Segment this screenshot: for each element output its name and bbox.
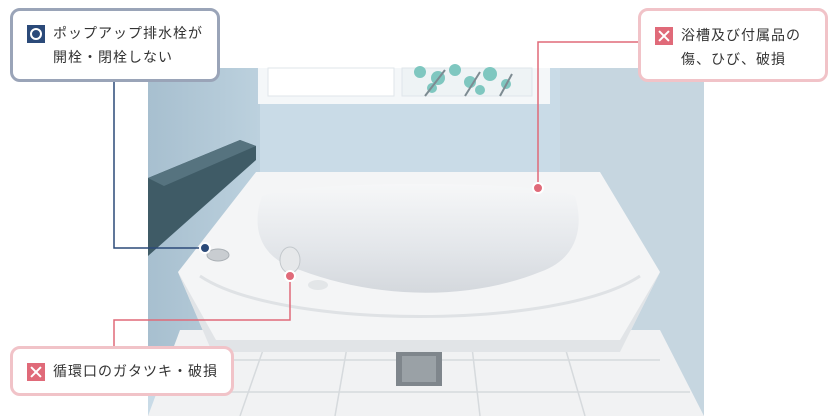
callout-tub-damage-line2: 傷、ひび、破損 [681, 52, 786, 68]
tub-overflow [206, 248, 230, 262]
tub-damage-dot [532, 182, 544, 194]
circulation-port [279, 246, 301, 274]
callout-circulation-port-line1: 循環口のガタツキ・破損 [53, 364, 218, 380]
ng-cross-icon [655, 27, 673, 45]
circulation-leader [113, 276, 291, 350]
callout-popup-drain-line2: 開栓・閉栓しない [53, 50, 173, 66]
callout-popup-drain: ポップアップ排水栓が 開栓・閉栓しない [10, 8, 220, 82]
callout-tub-damage-line1: 浴槽及び付属品の [681, 28, 801, 44]
popup-drain-leader [113, 80, 205, 249]
window [258, 64, 550, 104]
ok-circle-icon [27, 25, 45, 43]
bathtub [178, 172, 660, 352]
tub-damage-leader [537, 41, 640, 188]
callout-tub-damage: 浴槽及び付属品の 傷、ひび、破損 [638, 8, 828, 82]
callout-popup-drain-line1: ポップアップ排水栓が [53, 26, 203, 42]
circulation-dot [284, 270, 296, 282]
popup-drain-dot [199, 242, 211, 254]
callout-circulation-port: 循環口のガタツキ・破損 [10, 346, 234, 396]
ng-cross-icon [27, 363, 45, 381]
